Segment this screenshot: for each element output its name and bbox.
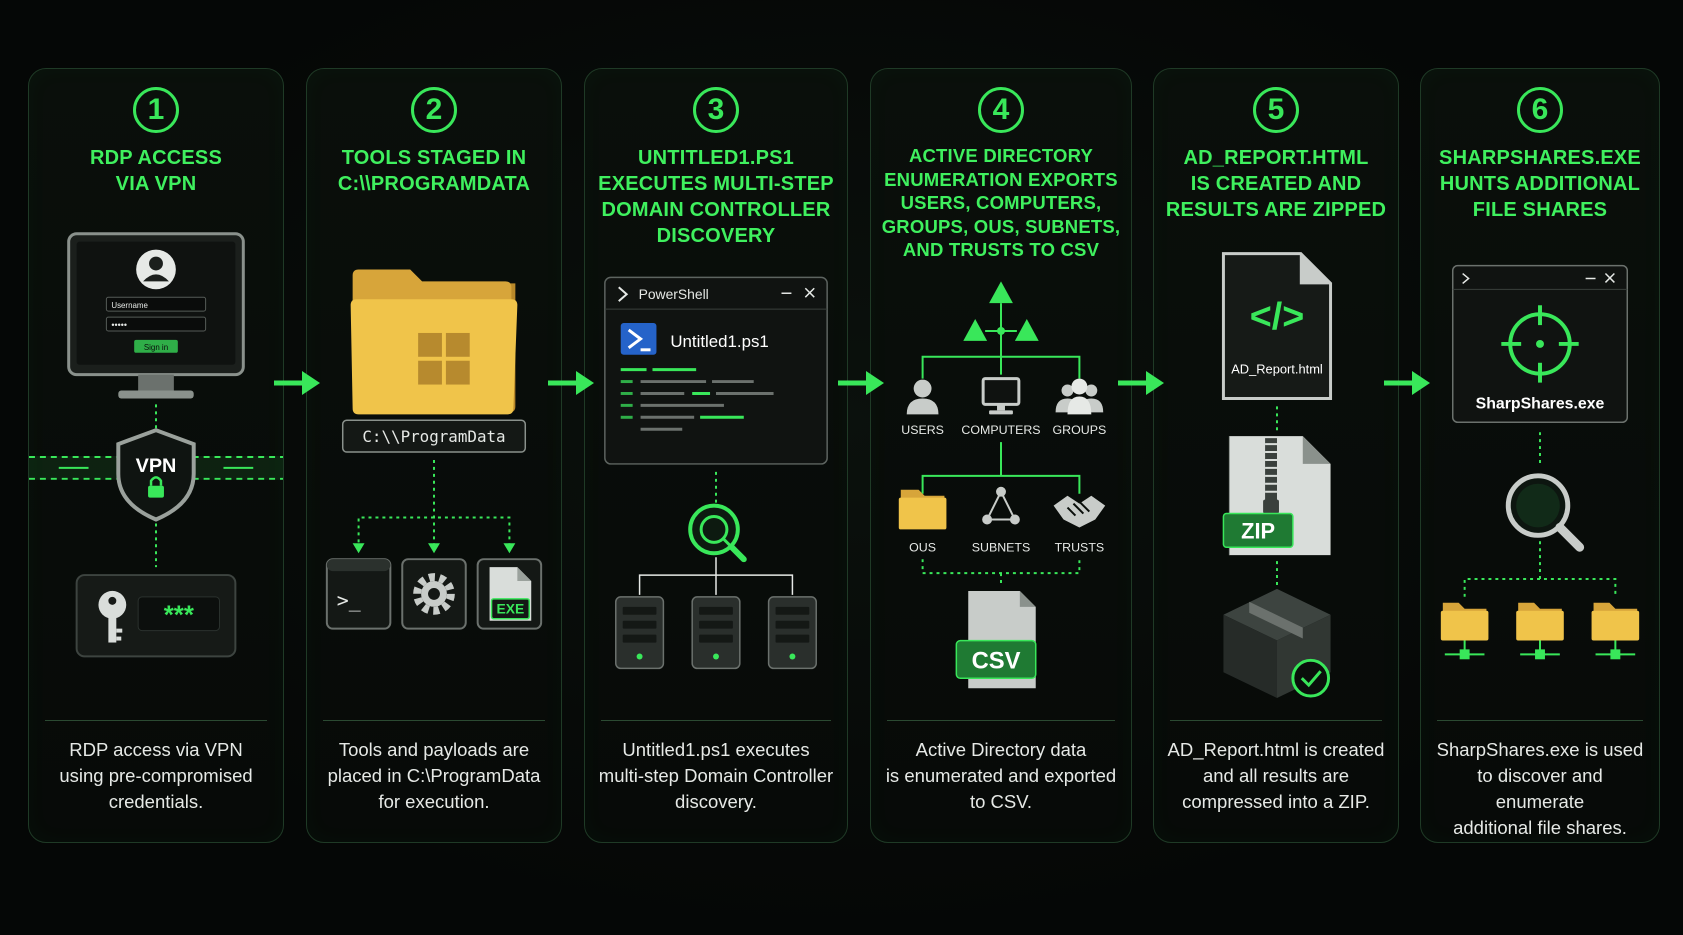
vpn-shield-icon: VPN	[116, 428, 196, 522]
share-folder-icon	[1440, 602, 1489, 660]
username-field: Username	[111, 301, 148, 310]
html-file-icon: </> AD_Report.html	[1221, 252, 1333, 400]
flow-arrow-icon	[838, 371, 884, 395]
subnets-label: SUBNETS	[972, 540, 1031, 554]
step-2-title: TOOLS STAGED IN C:\\PROGRAMDATA	[337, 147, 531, 195]
step-5-title: AD_REPORT.HTML IS CREATED AND RESULTS AR…	[1165, 147, 1387, 221]
ous-folder-icon: OUS	[898, 489, 947, 554]
step-2-divider	[323, 720, 545, 721]
handshake-icon: TRUSTS	[1053, 495, 1106, 554]
step-3-description: Untitled1.ps1 executes multi-step Domain…	[598, 739, 834, 812]
step-4-illustration: USERS COMPUTERS GROUPS OUS	[898, 281, 1107, 689]
groups-icon: GROUPS	[1053, 378, 1107, 437]
sign-in-button: Sign in	[144, 343, 168, 352]
groups-label: GROUPS	[1053, 423, 1107, 437]
share-folder-icon	[1516, 602, 1564, 660]
secret-mask: ***	[164, 602, 195, 630]
html-filename: AD_Report.html	[1231, 362, 1323, 377]
programdata-path-box: C:\\ProgramData	[341, 419, 527, 453]
csv-label: CSV	[972, 647, 1021, 674]
csv-file-icon: CSV	[955, 590, 1037, 689]
powershell-window: PowerShell Untitled1.ps1	[604, 276, 828, 465]
step-1-panel: 1 RDP ACCESS VIA VPN Username ••••• Sign…	[28, 68, 284, 843]
step-2-description: Tools and payloads are placed in C:\Prog…	[327, 739, 541, 812]
search-magnifier-icon	[1505, 473, 1585, 552]
step-4-divider	[887, 720, 1115, 721]
gear-icon	[401, 558, 467, 630]
ous-label: OUS	[909, 540, 936, 554]
powershell-icon	[620, 323, 657, 355]
computer-icon: COMPUTERS	[961, 377, 1041, 437]
step-4-number: 4	[978, 87, 1024, 133]
step-6-illustration: SharpShares.exe	[1440, 264, 1640, 660]
step-5-panel: 5 AD_REPORT.HTML IS CREATED AND RESULTS …	[1153, 68, 1399, 843]
step-1-title: RDP ACCESS VIA VPN	[89, 147, 223, 195]
step-1-illustration: Username ••••• Sign in VPN	[29, 232, 283, 658]
step-3-panel: 3 UNTITLED1.PS1 EXECUTES MULTI-STEP DOMA…	[584, 68, 848, 843]
step-3-divider	[601, 720, 831, 721]
users-label: USERS	[901, 423, 944, 437]
code-glyph: </>	[1250, 295, 1305, 337]
step-1-number: 1	[133, 87, 179, 133]
step-1-divider	[45, 720, 267, 721]
password-field: •••••	[111, 320, 127, 330]
path-label: C:\\ProgramData	[362, 427, 505, 446]
step-5-divider	[1170, 720, 1382, 721]
step-5-illustration: </> AD_Report.html ZIP	[1221, 252, 1333, 699]
step-3-title: UNTITLED1.PS1 EXECUTES MULTI-STEP DOMAIN…	[598, 147, 834, 247]
magnifier-icon	[688, 503, 747, 563]
flow-arrow-icon	[548, 371, 594, 395]
step-2-number: 2	[411, 87, 457, 133]
step-4-panel: 4 ACTIVE DIRECTORY ENUMERATION EXPORTS U…	[870, 68, 1132, 843]
step-4-title: ACTIVE DIRECTORY ENUMERATION EXPORTS USE…	[881, 145, 1121, 260]
exe-file-icon: EXE	[476, 558, 543, 630]
step-6-divider	[1437, 720, 1643, 721]
exe-label: EXE	[497, 601, 525, 617]
users-icon: USERS	[901, 379, 944, 437]
server-icon	[615, 596, 665, 670]
step-1-description: RDP access via VPN using pre-compromised…	[59, 739, 253, 812]
zip-file-icon: ZIP	[1222, 436, 1331, 556]
share-folder-icon	[1591, 602, 1640, 660]
server-icon	[767, 596, 817, 670]
computers-label: COMPUTERS	[961, 423, 1040, 437]
vpn-label: VPN	[136, 455, 177, 477]
step-2-illustration: C:\\ProgramData >_ EXE	[325, 269, 543, 630]
script-filename: Untitled1.ps1	[670, 332, 768, 351]
ad-tree-icon	[963, 281, 1039, 357]
flow-arrow-icon	[274, 371, 320, 395]
credentials-key-icon: ***	[75, 574, 237, 658]
trusts-label: TRUSTS	[1055, 540, 1105, 554]
terminal-prompt: >_	[337, 589, 361, 612]
step-6-number: 6	[1517, 87, 1563, 133]
sharpshares-exe-label: SharpShares.exe	[1476, 395, 1605, 412]
step-5-description: AD_Report.html is created and all result…	[1167, 739, 1385, 812]
step-3-number: 3	[693, 87, 739, 133]
sharpshares-window: SharpShares.exe	[1451, 264, 1629, 424]
crosshair-icon	[1501, 305, 1579, 383]
step-6-title: SHARPSHARES.EXE HUNTS ADDITIONAL FILE SH…	[1439, 147, 1641, 221]
flow-arrow-icon	[1384, 371, 1430, 395]
terminal-icon: >_	[325, 558, 392, 630]
server-icon	[691, 596, 741, 670]
step-3-illustration: PowerShell Untitled1.ps1	[604, 276, 828, 670]
step-2-panel: 2 TOOLS STAGED IN C:\\PROGRAMDATA C:\\Pr…	[306, 68, 562, 843]
step-5-number: 5	[1253, 87, 1299, 133]
package-box-icon	[1223, 588, 1331, 699]
monitor-icon: Username ••••• Sign in	[67, 232, 245, 399]
zip-label: ZIP	[1241, 518, 1275, 543]
powershell-title: PowerShell	[639, 286, 709, 302]
flow-arrow-icon	[1118, 371, 1164, 395]
step-4-description: Active Directory data is enumerated and …	[885, 739, 1117, 812]
subnets-icon: SUBNETS	[972, 486, 1031, 554]
step-6-description: SharpShares.exe is used to discover and …	[1436, 739, 1644, 838]
windows-folder-icon	[350, 269, 518, 415]
step-6-panel: 6 SHARPSHARES.EXE HUNTS ADDITIONAL FILE …	[1420, 68, 1660, 843]
